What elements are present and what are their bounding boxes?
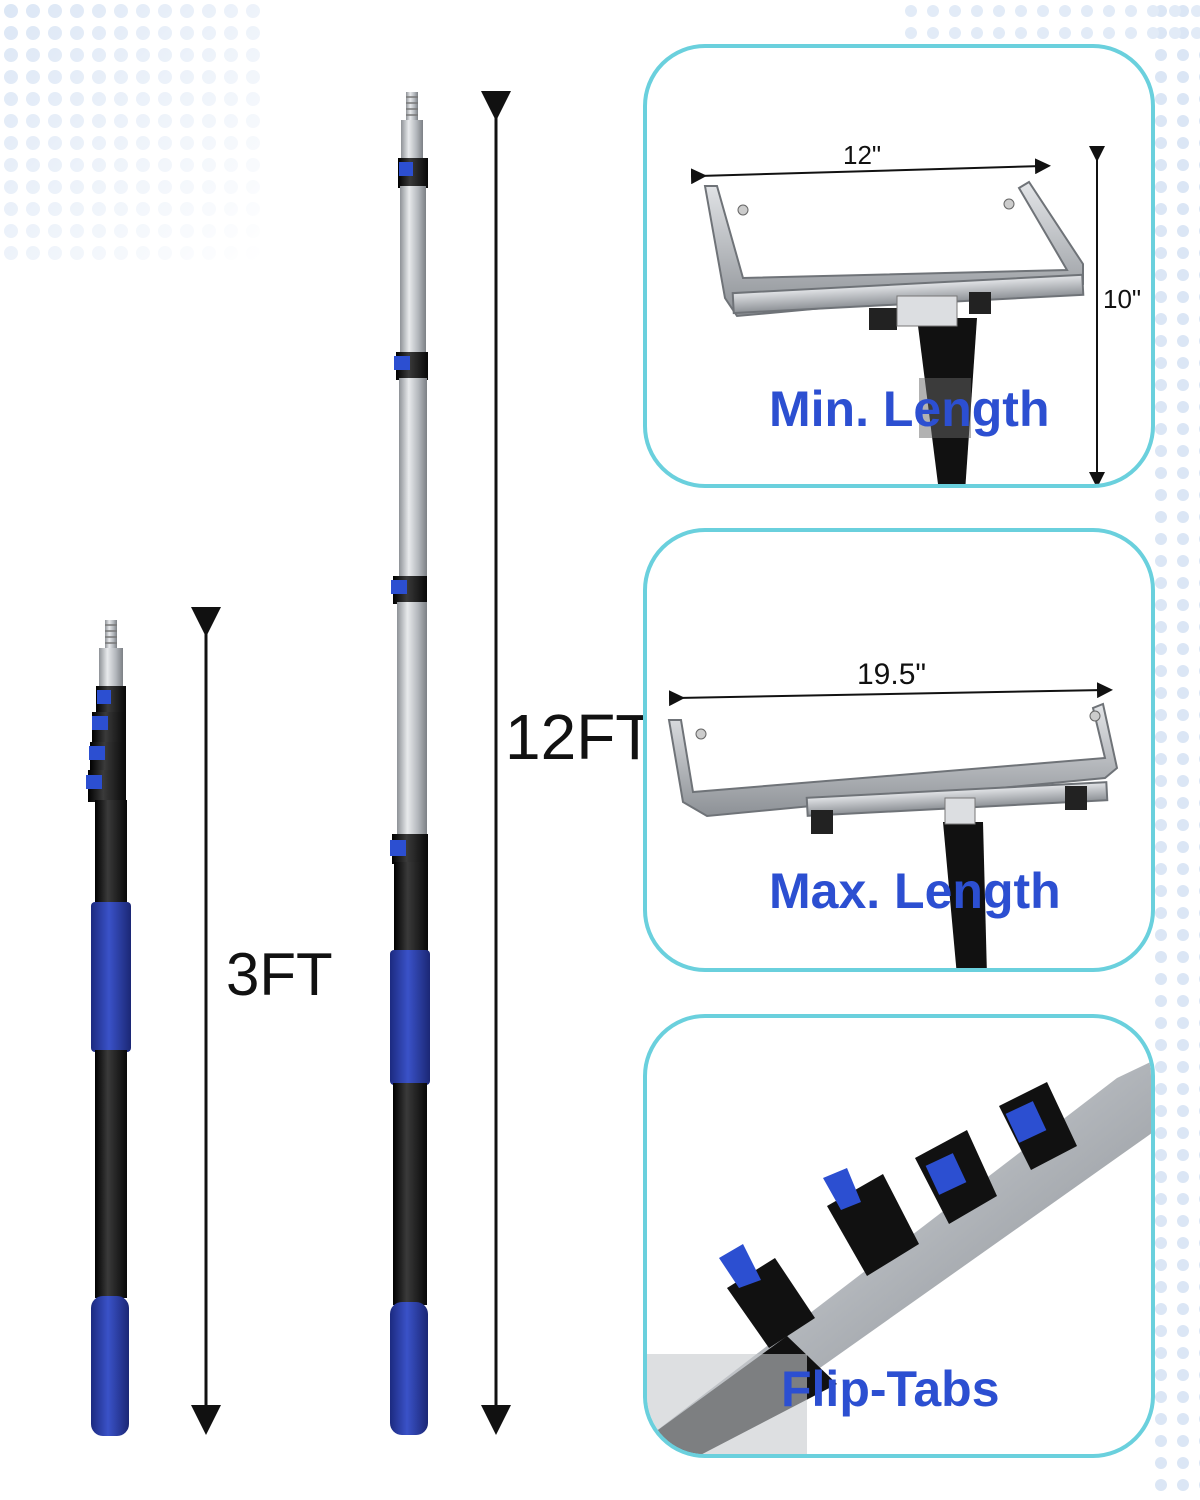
flip-tabs-label: Flip-Tabs: [781, 1361, 1000, 1417]
flip-tabs-illustration: [647, 1061, 1151, 1454]
max-length-label: Max. Length: [769, 863, 1061, 919]
frame-min-illustration: [690, 146, 1105, 484]
flip-tabs-panel: Flip-Tabs: [643, 1014, 1155, 1458]
short-pole-length-label: 3FT: [226, 941, 333, 1008]
dot-pattern-right: [1150, 0, 1200, 1500]
max-width-label: 19.5": [857, 658, 927, 691]
dot-pattern-top-right: [900, 0, 1200, 40]
short-pole: [86, 620, 131, 1436]
poles-illustration: [86, 91, 511, 1436]
min-length-panel: 12" 10" Min. Length: [643, 44, 1155, 488]
min-length-label: Min. Length: [769, 381, 1050, 437]
long-pole-length-label: 12FT: [505, 701, 655, 773]
long-pole: [390, 92, 430, 1435]
min-height-label: 10": [1103, 284, 1142, 314]
max-length-panel: 19.5" Max. Length: [643, 528, 1155, 972]
frame-max-illustration: [667, 682, 1119, 968]
dot-pattern-top-left: [0, 0, 260, 260]
min-width-label: 12": [843, 140, 882, 170]
